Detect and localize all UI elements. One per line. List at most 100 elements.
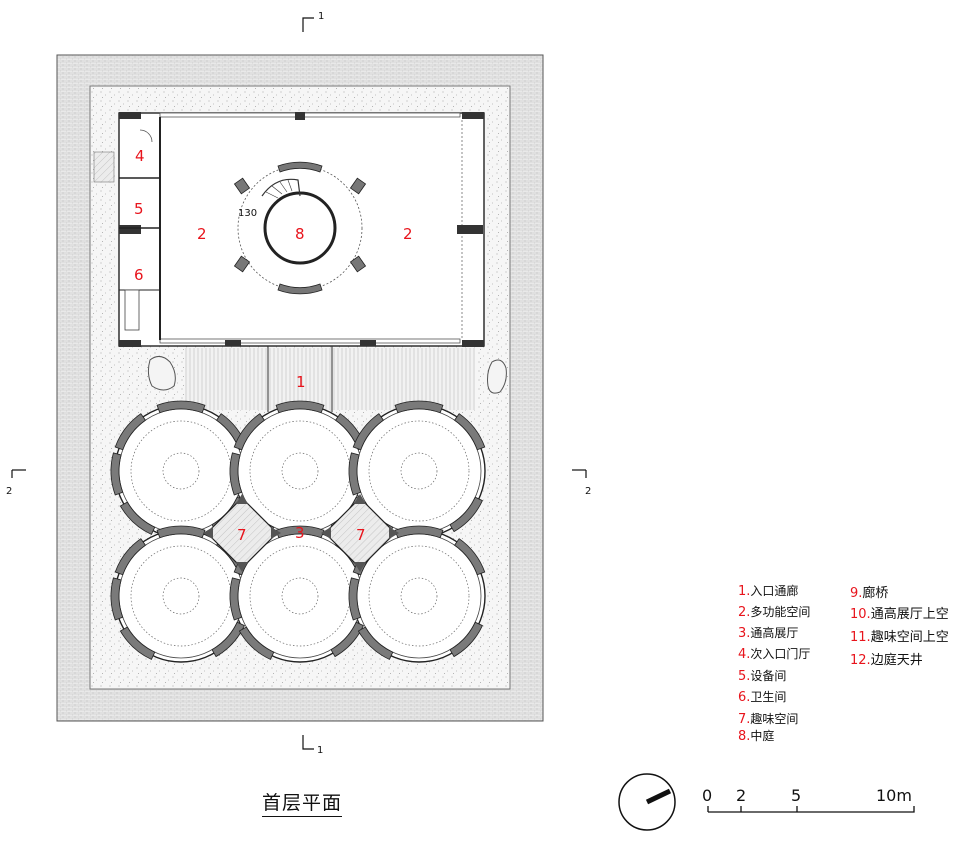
drum-wall-segment (229, 452, 243, 496)
section-marks (11, 17, 587, 750)
drum-wall-segment (110, 452, 124, 496)
scale-bar (707, 806, 915, 813)
label-fun-right: 7 (356, 526, 366, 544)
legend-text: 通高展厅 (750, 626, 799, 640)
legend-item: 4.次入口门厅 (738, 645, 810, 662)
drum-wall-segment (449, 496, 483, 533)
hall-drums (110, 400, 486, 663)
drum-wall-segment (114, 538, 146, 576)
south-glazing (159, 338, 461, 344)
drum-center-ring (400, 452, 438, 490)
legend-num: 1. (738, 584, 751, 599)
drum-wall-segment (357, 626, 394, 660)
legend-text: 趣味空间 (750, 712, 799, 726)
legend-text: 边庭天井 (870, 653, 923, 668)
stair-label: 130 (238, 208, 257, 219)
legend-item: 7.趣味空间 (738, 710, 798, 727)
scale-label-10m: 10m (876, 786, 912, 805)
drum-wall-segment (394, 525, 444, 539)
atrium-wall-segments (233, 161, 367, 295)
drum-wall-segment (449, 621, 483, 658)
deck-right (345, 348, 475, 410)
section-mark-left: 2 (6, 486, 12, 497)
drum-wall-segment (119, 501, 156, 535)
label-equipment: 5 (134, 200, 144, 218)
legend-num: 2. (738, 605, 751, 620)
door-swing (139, 129, 153, 143)
drum-wall-segment (114, 413, 146, 451)
label-multi-right: 2 (403, 225, 413, 243)
plan-title: 首层平面 (262, 788, 343, 817)
legend-text: 通高展厅上空 (870, 607, 949, 622)
drum-wall-segment (229, 577, 243, 621)
drum-wall-segment (348, 452, 362, 496)
legend-num: 6. (738, 690, 751, 705)
legend-num: 10. (850, 607, 871, 622)
north-glazing (159, 112, 461, 118)
stone-left (147, 356, 176, 391)
drum-wall-segment (238, 626, 275, 660)
legend-text: 卫生间 (750, 690, 787, 704)
north-arrow-needle (645, 788, 672, 805)
legend-item: 1.入口通廊 (738, 582, 798, 599)
drum-wall-segment (110, 577, 124, 621)
legend-text: 廊桥 (862, 586, 889, 601)
drum-wall-segment (156, 525, 206, 539)
drum-wall-segment (275, 400, 325, 414)
label-hall: 3 (295, 524, 305, 542)
legend-text: 设备间 (750, 669, 787, 683)
legend-text: 入口通廊 (750, 584, 799, 598)
legend-item: 2.多功能空间 (738, 603, 810, 620)
restroom-fixtures (124, 289, 140, 331)
legend-text: 趣味空间上空 (870, 630, 949, 645)
legend-num: 7. (738, 712, 751, 727)
label-fun-left: 7 (237, 526, 247, 544)
drum-center-ring (281, 577, 319, 615)
scale-label-0: 0 (702, 786, 713, 805)
scale-label-5: 5 (791, 786, 802, 805)
drum-wall-segment (156, 400, 206, 414)
drum-center-ring (281, 452, 319, 490)
drum-wall-segment (233, 413, 265, 451)
drum-inner (118, 408, 244, 534)
drum-wall-segment (275, 525, 325, 539)
legend-item: 8.中庭 (738, 727, 774, 744)
legend-item: 12.边庭天井 (850, 649, 923, 668)
spiral-stair (261, 178, 301, 197)
drum-center-ring (400, 577, 438, 615)
legend-text: 次入口门厅 (750, 647, 811, 661)
drum-wall-segment (352, 413, 384, 451)
drum-inner (118, 533, 244, 659)
legend-item: 5.设备间 (738, 667, 786, 684)
stair-treads (265, 179, 293, 199)
label-courtyard: 8 (295, 225, 305, 243)
drum-wall-segment (454, 538, 486, 576)
legend-item: 10.通高展厅上空 (850, 603, 949, 622)
legend-num: 3. (738, 626, 751, 641)
drum-wall-segment (348, 577, 362, 621)
drum-wall-segment (330, 621, 364, 658)
deck-left (185, 348, 255, 410)
legend-item: 6.卫生间 (738, 688, 786, 705)
legend-num: 9. (850, 586, 863, 601)
drum-wall-segment (119, 626, 156, 660)
label-side-entrance: 4 (135, 147, 145, 165)
drum-wall-segment (394, 400, 444, 414)
columns (119, 112, 484, 347)
scale-label-2: 2 (736, 786, 747, 805)
section-mark-bottom: 1 (317, 745, 323, 756)
legend-item: 11.趣味空间上空 (850, 626, 949, 645)
side-entrance-steps (93, 151, 115, 183)
label-entrance: 1 (296, 373, 306, 391)
legend-text: 多功能空间 (750, 605, 811, 619)
drum-center-ring (162, 577, 200, 615)
drum-dotted-ring (368, 545, 470, 647)
entrance-corridor-floor (255, 348, 345, 410)
drum-wall-segment (211, 621, 245, 658)
drum-wall-segment (454, 413, 486, 451)
drum-dotted-ring (368, 420, 470, 522)
legend-num: 12. (850, 653, 871, 668)
legend-item: 9.廊桥 (850, 582, 888, 601)
drum-center-ring (162, 452, 200, 490)
section-mark-right: 2 (585, 486, 591, 497)
